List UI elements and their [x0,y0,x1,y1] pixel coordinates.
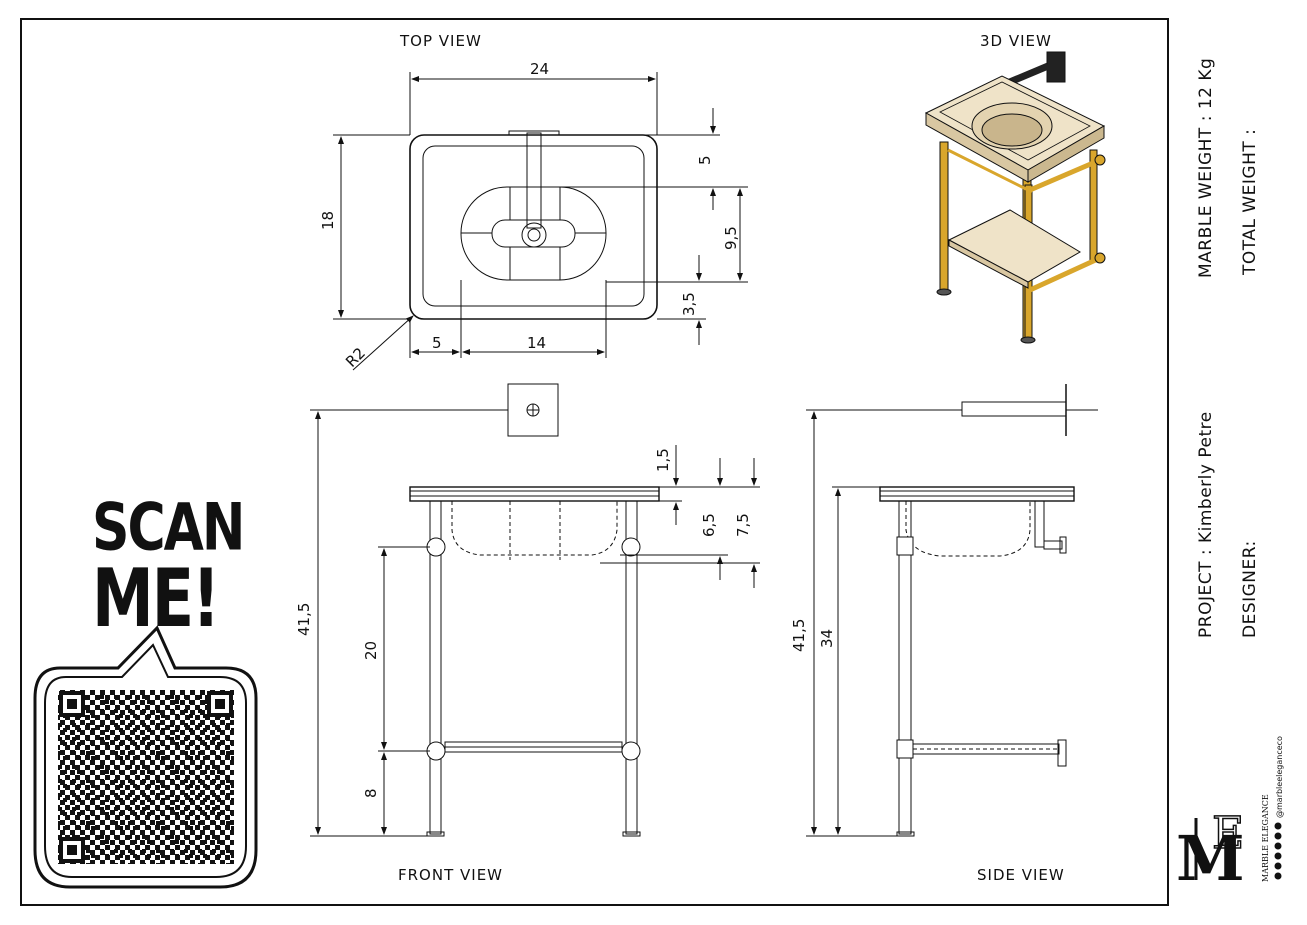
dim-front-basin: 6,5 [700,513,718,537]
social-icons [1274,822,1282,880]
twitter-icon [1274,852,1282,860]
dim-top-front-margin: 3,5 [680,292,698,316]
side-view-dimensions: 41,5 34 [790,619,836,652]
brand-name: MARBLE ELEGANCE [1261,794,1270,882]
dim-side-total-height: 41,5 [790,619,808,652]
dim-front-total-basin: 7,5 [734,513,752,537]
linkedin-icon [1274,822,1282,830]
dim-front-slab: 1,5 [654,448,672,472]
side-view-drawing [806,384,1098,837]
qr-code-callout [33,625,258,889]
scan-line-2: ME! [92,550,220,646]
dim-top-left-margin: 5 [432,334,442,352]
side-view-label: SIDE VIEW [977,866,1065,884]
drawing-frame [20,18,1169,906]
svg-text:M: M [1176,822,1245,895]
front-view-label: FRONT VIEW [398,866,504,884]
svg-text:E: E [1212,808,1244,859]
dim-side-top-height: 34 [818,629,836,648]
3d-view-drawing [924,51,1106,344]
dim-top-depth: 18 [319,211,337,230]
dim-top-basin-width: 14 [527,334,546,352]
dim-top-width: 24 [530,60,549,78]
brand-handle: @marbleeleganceco [1275,736,1284,818]
facebook-icon [1274,872,1282,880]
dim-front-total-height: 41,5 [295,603,313,636]
dim-top-radius: R2 [342,344,369,371]
pinterest-icon [1274,842,1282,850]
dim-front-shelf-height: 8 [362,788,380,798]
dim-front-leg-height: 20 [362,641,380,660]
front-view-drawing [310,383,760,837]
dim-top-faucet-offset: 5 [696,155,714,165]
front-view-dimensions: 41,5 20 8 1,5 6,5 7,5 [295,448,752,798]
dim-top-basin-depth: 9,5 [722,226,740,250]
youtube-icon [1274,832,1282,840]
marble-elegance-logo: M E [1176,807,1245,895]
3d-view-label: 3D VIEW [980,32,1052,50]
top-view-dimensions: 24 18 5 9,5 3,5 5 14 R2 [319,60,740,371]
top-view-label: TOP VIEW [400,32,482,50]
top-view-drawing [333,72,748,371]
instagram-icon [1274,862,1282,870]
